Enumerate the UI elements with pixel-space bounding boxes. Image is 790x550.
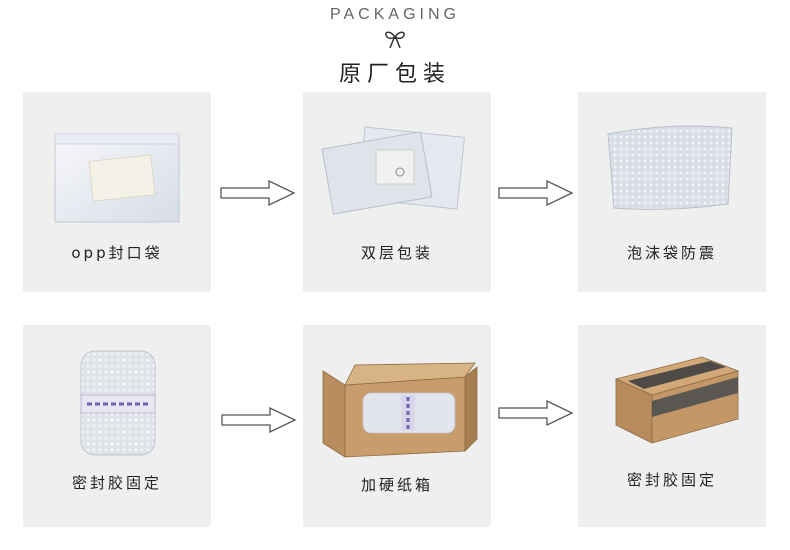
hard-box-image [322, 362, 478, 458]
arrow-right-icon [220, 179, 296, 207]
step-card-hard-box: 加硬纸箱 [303, 325, 491, 527]
step-caption: 密封胶固定 [626, 471, 717, 489]
double-layer-bag-image [321, 126, 466, 215]
step-caption: 加硬纸箱 [360, 476, 433, 494]
step-card-sealed-box: 密封胶固定 [578, 325, 766, 527]
sealed-roll-image [80, 350, 156, 456]
step-caption: 密封胶固定 [71, 474, 162, 492]
header-title-en: PACKAGING [330, 6, 460, 23]
step-card-foam-bag: 泡沫袋防震 [578, 92, 766, 292]
page-header: PACKAGING 原厂包装 [0, 0, 790, 90]
foam-bag-image [607, 125, 733, 210]
step-caption: 双层包装 [360, 244, 433, 262]
step-card-sealed-roll: 密封胶固定 [23, 325, 211, 527]
arrow-right-icon [221, 406, 297, 434]
step-card-double-layer: 双层包装 [303, 92, 491, 292]
sealed-box-image [614, 356, 740, 444]
bow-icon [385, 31, 405, 49]
arrow-right-icon [498, 179, 574, 207]
step-caption: opp封口袋 [71, 244, 163, 262]
step-caption: 泡沫袋防震 [626, 244, 717, 262]
step-card-opp-bag: opp封口袋 [23, 92, 211, 292]
opp-bag-image [54, 133, 180, 223]
arrow-right-icon [498, 399, 574, 427]
header-title-cn: 原厂包装 [338, 62, 451, 87]
